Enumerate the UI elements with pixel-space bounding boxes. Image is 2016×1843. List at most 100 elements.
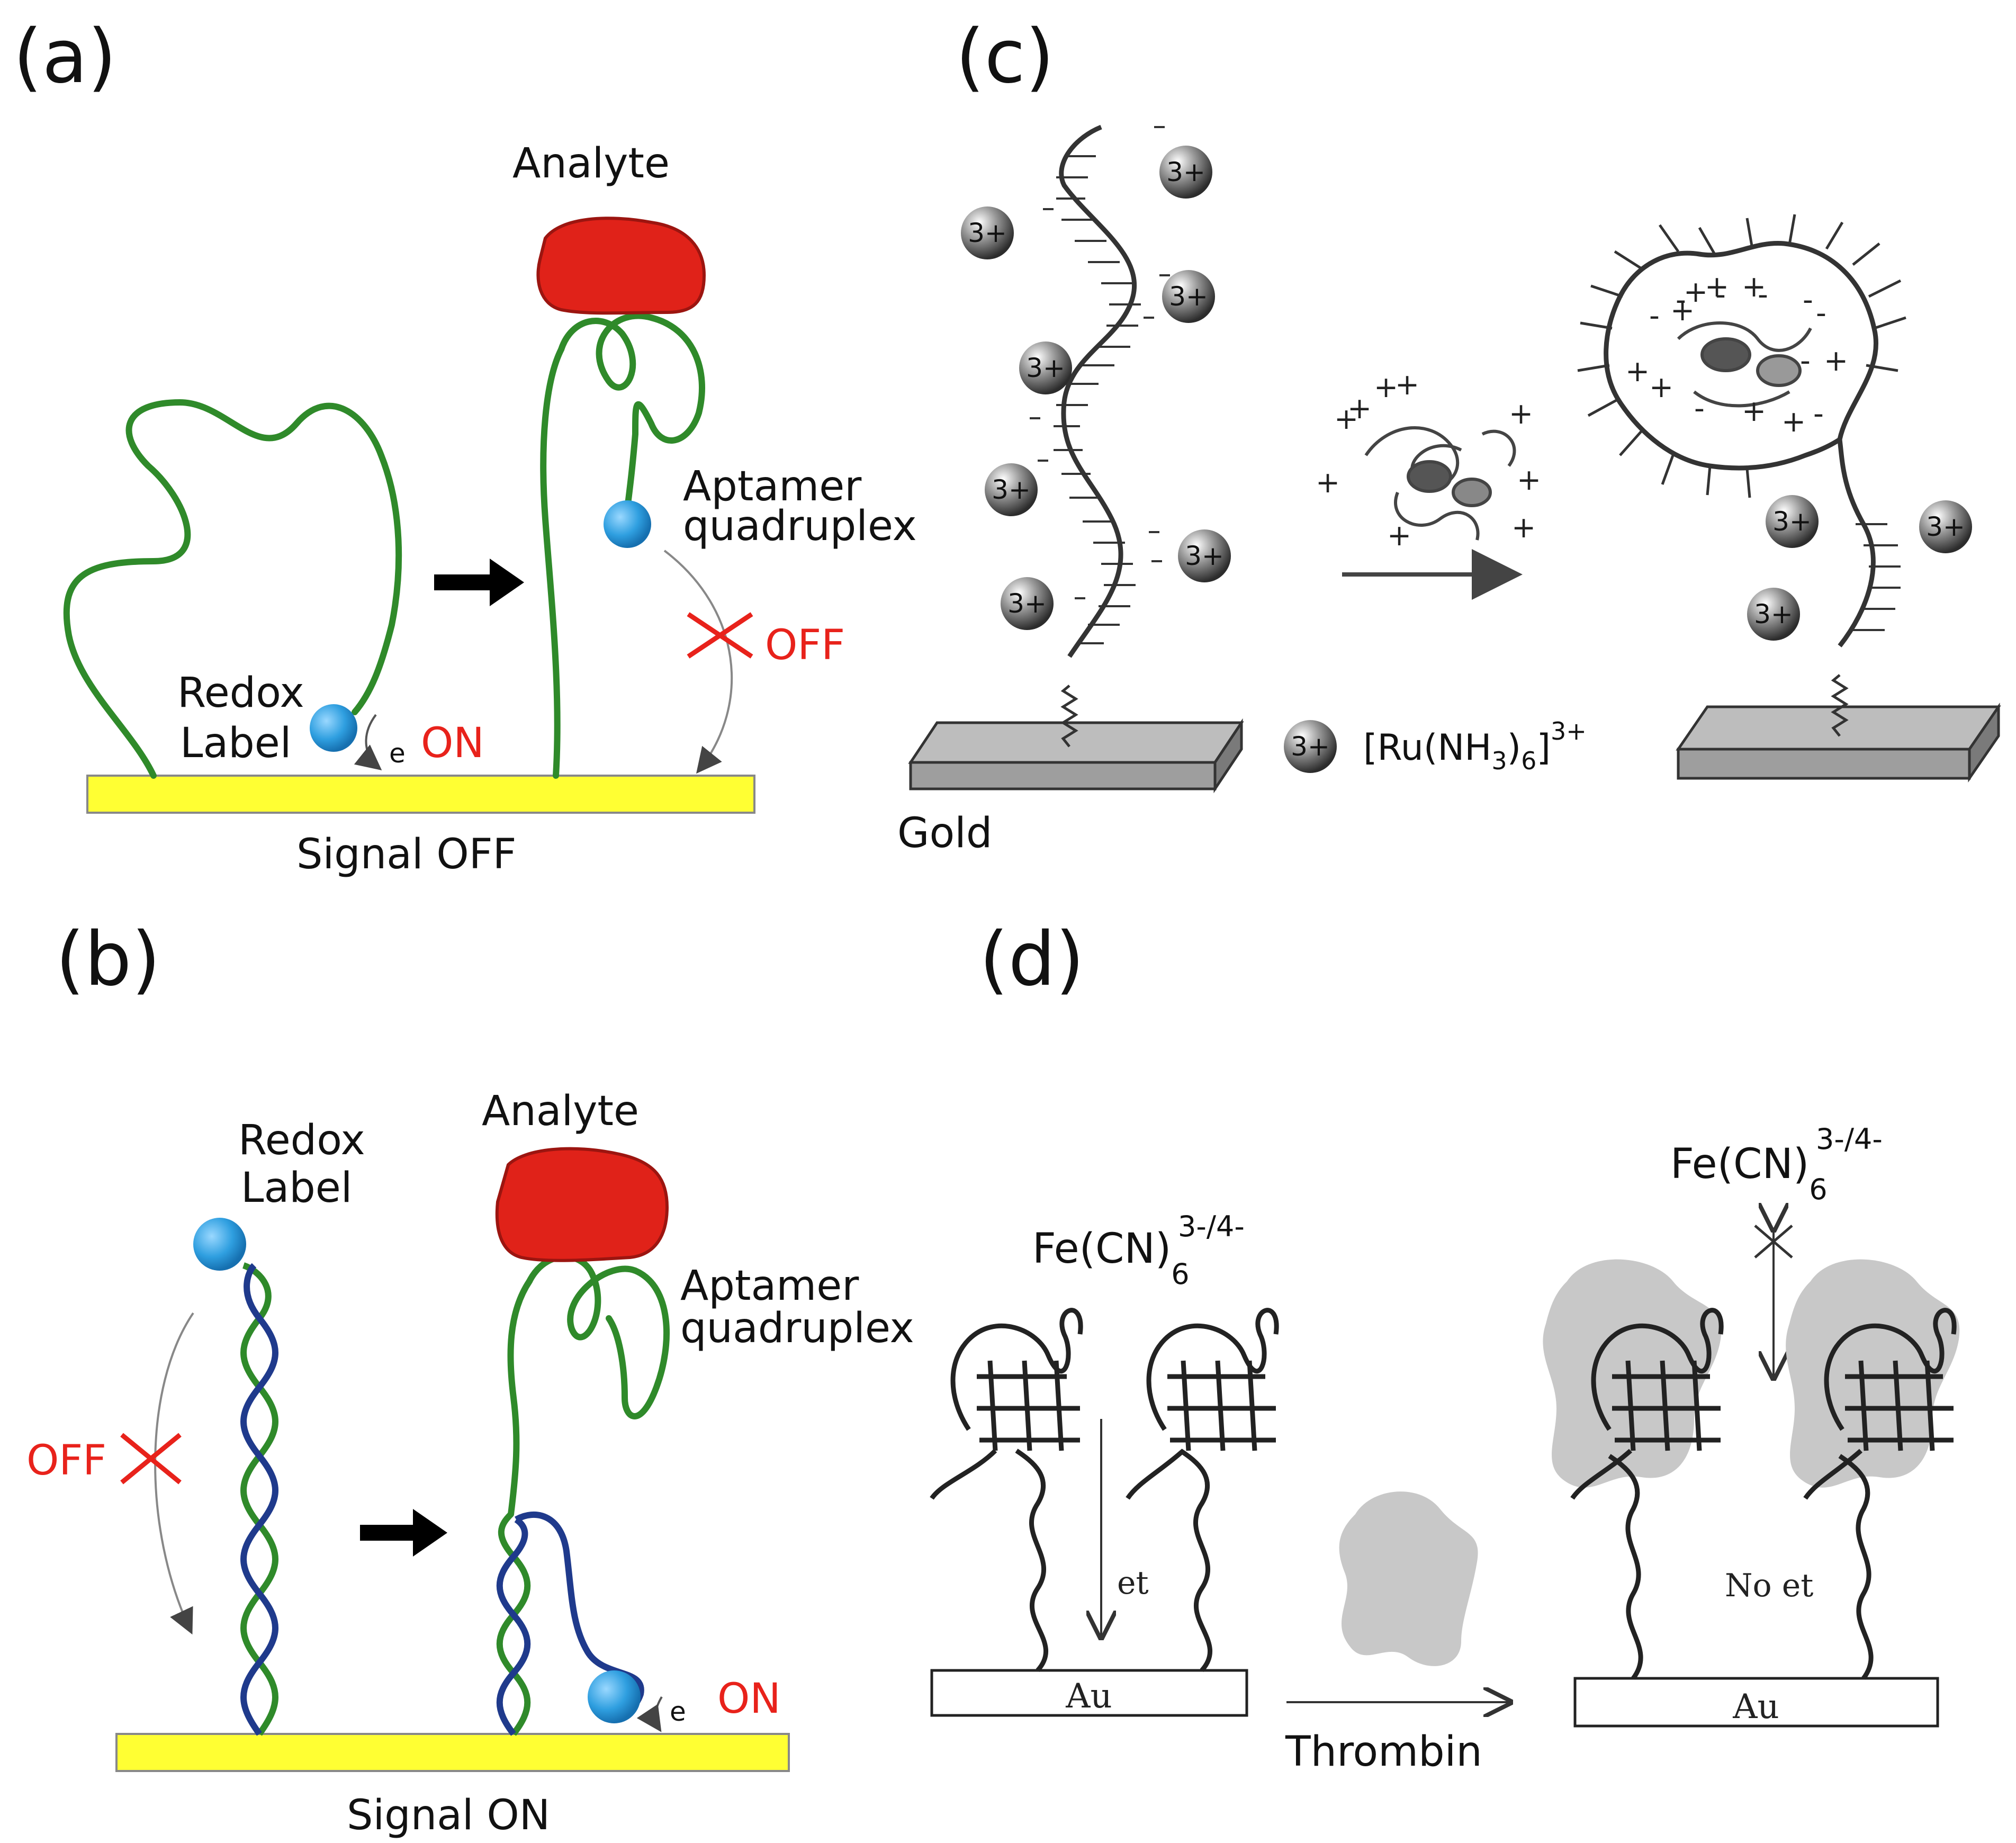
- analyte-label-b: Analyte: [482, 1087, 639, 1135]
- duplex-strand-blue-b1: [240, 1263, 278, 1736]
- transition-arrow-a: [434, 559, 524, 606]
- dna-negative-charges-left: [1030, 126, 1170, 599]
- svg-text:-: -: [1676, 283, 1686, 317]
- analyte-b: [495, 1147, 669, 1262]
- aptamer-complex-protein-c: [1677, 321, 1812, 408]
- ru-ion: 3+: [1001, 577, 1054, 630]
- aptamer-label-a-line1: Aptamer: [683, 463, 862, 510]
- au-electrode-right: [1573, 1677, 1939, 1728]
- svg-text:-: -: [1758, 277, 1768, 311]
- thrombin-blob-bound-1: [1543, 1259, 1722, 1488]
- svg-text:-: -: [1816, 296, 1826, 330]
- svg-text:-: -: [1715, 277, 1726, 311]
- svg-text:-: -: [1813, 397, 1824, 430]
- blocked-cross-b: [120, 1433, 182, 1485]
- signal-label-b: Signal ON: [347, 1792, 550, 1839]
- dna-rungs-left: [1054, 155, 1141, 644]
- panel-b: (b) Redox Label OFF e ON Analyte Aptamer…: [26, 916, 914, 1839]
- svg-text:+: +: [1649, 370, 1673, 404]
- redox-label-b-line2: Label: [241, 1164, 352, 1212]
- protein-positive-charges-c: +++++++++: [1316, 367, 1541, 552]
- fe-label-left: Fe(CN)6: [1032, 1225, 1190, 1291]
- ru-ion: 3+: [961, 206, 1014, 259]
- svg-text:+: +: [1824, 344, 1848, 377]
- svg-text:3+: 3+: [1169, 281, 1208, 312]
- complex-charges-c: -+-++-+---+-+-++-+: [1625, 269, 1848, 438]
- aptamer-complex-outline-c: [1604, 241, 1879, 471]
- svg-text:+: +: [1742, 394, 1766, 428]
- electron-label-a: e: [389, 738, 406, 769]
- au-electrode-left: [930, 1669, 1248, 1717]
- ru-ion: 3+: [1919, 500, 1972, 553]
- thrombin-protein-c: [1364, 426, 1516, 541]
- ru-ion: 3+: [1747, 588, 1800, 641]
- et-label: et: [1117, 1565, 1149, 1602]
- fe-charge-right: 3-/4-: [1816, 1122, 1883, 1156]
- svg-text:3+: 3+: [992, 474, 1031, 505]
- signal-label-a: Signal OFF: [296, 831, 517, 878]
- electron-transfer-arrow-b: [636, 1696, 663, 1732]
- aptamer-stem-bound-a: [540, 346, 564, 779]
- svg-text:+: +: [1742, 269, 1766, 303]
- on-label-a: ON: [421, 720, 484, 767]
- blocked-et-cross: [1754, 1225, 1793, 1258]
- released-blue-strand-b: [515, 1511, 644, 1713]
- redox-label-ball-a1: [310, 704, 357, 752]
- aptamer-label-b-line1: Aptamer: [680, 1262, 859, 1310]
- redox-label-a-line2: Label: [180, 720, 291, 767]
- panel-a: (a) e ON Redox Label Analyte Aptamer qua…: [13, 14, 917, 878]
- aptamer-loop-bound-a: [558, 312, 705, 511]
- redox-label-ball-b1: [193, 1218, 246, 1271]
- redox-label-a-line1: Redox: [177, 669, 304, 717]
- svg-text:+: +: [1705, 269, 1729, 303]
- svg-text:+: +: [1781, 404, 1806, 438]
- svg-text:+: +: [1625, 354, 1650, 388]
- aptamer-label-a-line2: quadruplex: [683, 502, 917, 550]
- au-label-left: Au: [1065, 1677, 1112, 1716]
- ru-ions-left: 3+ 3+ 3+ 3+ 3+ 3+ 3+: [961, 146, 1231, 630]
- aptamer-coil-unbound: [63, 399, 402, 779]
- svg-text:3+: 3+: [1026, 353, 1065, 383]
- svg-text:+: +: [1387, 518, 1411, 552]
- dna-rungs-right: [1853, 523, 1901, 631]
- ru-legend-formula: [Ru(NH3)6]3+: [1363, 717, 1587, 775]
- g-quadruplex-right-2: [1803, 1308, 1957, 1680]
- no-et-label: No et: [1725, 1567, 1813, 1604]
- panel-b-letter: (b): [56, 916, 160, 1003]
- ru-ions-right: 3+ 3+ 3+: [1747, 495, 1972, 641]
- g-quadruplex-left-1: [930, 1308, 1083, 1673]
- dna-strand-right: [1837, 439, 1876, 648]
- svg-text:+: +: [1684, 275, 1708, 309]
- panel-d-letter: (d): [979, 916, 1084, 1003]
- ru-legend-ion: 3+: [1284, 720, 1337, 773]
- redox-label-b-line1: Redox: [238, 1117, 365, 1164]
- duplex-strand-blue-b2: [496, 1517, 531, 1736]
- panel-c-letter: (c): [956, 14, 1054, 100]
- electron-transfer-arrow-a: [354, 714, 382, 771]
- ru-ion: 3+: [1019, 341, 1072, 394]
- svg-text:+: +: [1670, 293, 1695, 327]
- au-label-right: Au: [1732, 1687, 1779, 1727]
- aptamer-label-b-line2: quadruplex: [680, 1305, 914, 1352]
- svg-text:3+: 3+: [1291, 731, 1330, 762]
- aptamer-complex-bristles-c: [1577, 214, 1906, 498]
- svg-text:3+: 3+: [1166, 157, 1205, 187]
- svg-text:3+: 3+: [1926, 511, 1965, 542]
- svg-text:3+: 3+: [1754, 599, 1793, 630]
- ru-ion: 3+: [1159, 146, 1212, 199]
- on-label-b: ON: [717, 1675, 781, 1723]
- svg-text:3+: 3+: [1185, 541, 1224, 571]
- svg-text:+: +: [1347, 391, 1372, 425]
- gold-label: Gold: [897, 810, 992, 857]
- thrombin-blob-bound-2: [1786, 1259, 1960, 1488]
- transition-arrow-b: [360, 1509, 447, 1557]
- ru-ion: 3+: [985, 463, 1038, 516]
- electron-label-b: e: [670, 1696, 686, 1727]
- g-quadruplex-left-2: [1126, 1308, 1279, 1673]
- svg-text:3+: 3+: [1772, 506, 1812, 537]
- off-label-a: OFF: [765, 622, 845, 669]
- svg-text:+: +: [1374, 370, 1398, 404]
- panel-a-letter: (a): [13, 14, 116, 100]
- redox-label-ball-b2: [588, 1670, 641, 1723]
- dna-linker-right: [1831, 674, 1849, 737]
